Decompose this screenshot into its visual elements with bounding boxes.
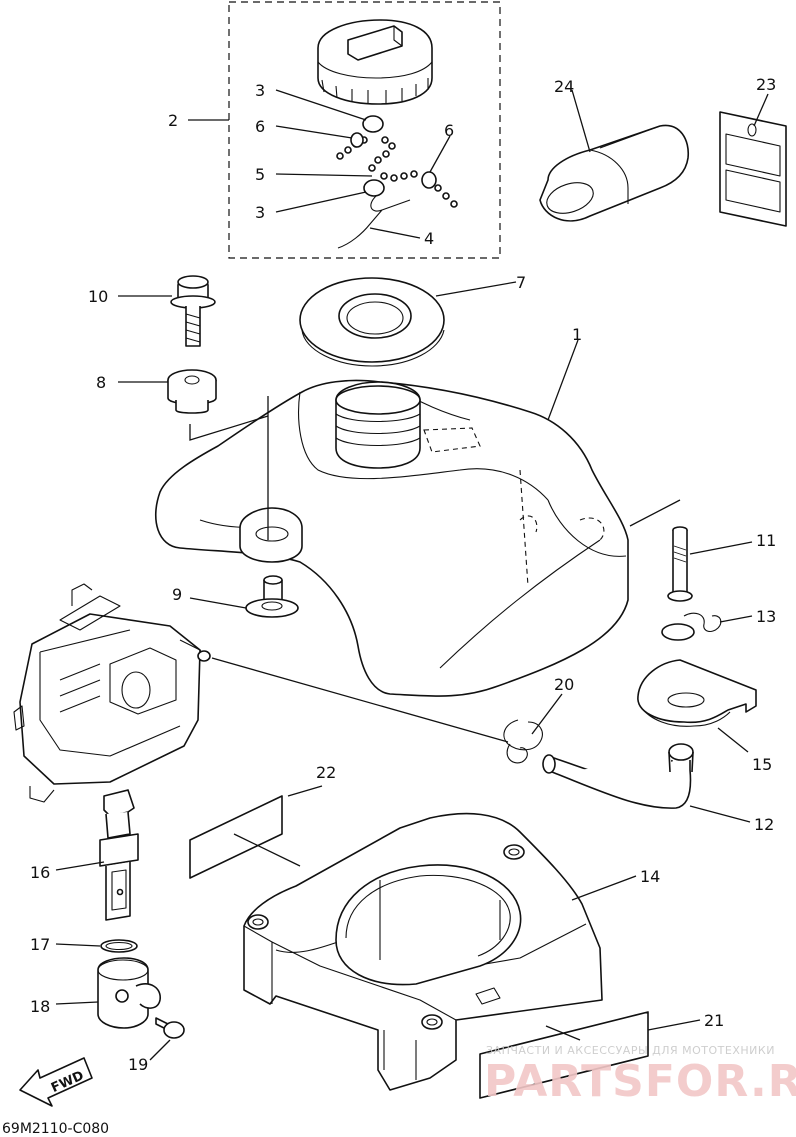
callout-9: 9 xyxy=(172,585,182,604)
filler-neck-seal xyxy=(299,277,445,367)
callout-24: 24 xyxy=(554,77,574,96)
callout-12: 12 xyxy=(754,815,774,834)
fuel-cap-kit-box xyxy=(228,1,501,259)
grommet xyxy=(167,369,217,414)
carburetor xyxy=(13,583,211,803)
cap-ring-upper xyxy=(362,115,384,133)
callout-16: 16 xyxy=(30,863,50,882)
callout-13: 13 xyxy=(756,607,776,626)
cap-ring-lower xyxy=(363,179,385,197)
cap-chain xyxy=(336,132,458,208)
screw xyxy=(155,1017,185,1039)
watermark-logo: PARTSFOR.RU xyxy=(484,1056,796,1107)
callout-3-upper: 3 xyxy=(255,81,265,100)
callout-20: 20 xyxy=(554,675,574,694)
fwd-arrow-icon: FWD xyxy=(19,1057,93,1107)
callout-2: 2 xyxy=(168,111,178,130)
caution-tag xyxy=(719,111,787,227)
leader-lines xyxy=(55,89,769,1061)
callout-4: 4 xyxy=(424,229,434,248)
o-ring xyxy=(100,939,138,953)
fuel-tank xyxy=(155,379,629,697)
callout-6-right: 6 xyxy=(444,121,454,140)
document-code: 69M2110-C080 xyxy=(2,1121,109,1137)
cock-holder xyxy=(97,957,161,1029)
callout-18: 18 xyxy=(30,997,50,1016)
sponge-pad xyxy=(539,124,689,222)
spring-clip xyxy=(661,612,722,641)
hose-clip xyxy=(503,719,543,764)
cap-wire xyxy=(337,195,411,249)
callout-7: 7 xyxy=(516,273,526,292)
callout-10: 10 xyxy=(88,287,108,306)
callout-11: 11 xyxy=(756,531,776,550)
callout-3-lower: 3 xyxy=(255,203,265,222)
label-small xyxy=(189,795,283,879)
fuel-cock xyxy=(99,789,139,921)
tank-bracket xyxy=(243,812,603,1091)
callout-17: 17 xyxy=(30,935,50,954)
fuel-cap xyxy=(317,19,433,105)
fuel-hose xyxy=(542,743,694,809)
watermark-tagline: ЗАПЧАСТИ И АКСЕССУАРЫ ДЛЯ МОТОТЕХНИКИ xyxy=(486,1044,775,1057)
callout-8: 8 xyxy=(96,373,106,392)
callout-19: 19 xyxy=(128,1055,148,1074)
damper-plate xyxy=(637,659,757,727)
collar xyxy=(245,575,299,618)
bolt xyxy=(170,275,216,347)
callout-22: 22 xyxy=(316,763,336,782)
bolt-long xyxy=(667,526,693,602)
callout-15: 15 xyxy=(752,755,772,774)
callout-1: 1 xyxy=(572,325,582,344)
callout-6-left: 6 xyxy=(255,117,265,136)
callout-numbers: 1 2 3 3 4 5 6 6 7 8 9 10 11 12 13 14 15 … xyxy=(30,75,776,1074)
callout-23: 23 xyxy=(756,75,776,94)
watermark: ЗАПЧАСТИ И АКСЕССУАРЫ ДЛЯ МОТОТЕХНИКИ PA… xyxy=(484,1044,796,1107)
callout-21: 21 xyxy=(704,1011,724,1030)
callout-14: 14 xyxy=(640,867,660,886)
label-bracket xyxy=(479,1011,649,1099)
callout-5: 5 xyxy=(255,165,265,184)
